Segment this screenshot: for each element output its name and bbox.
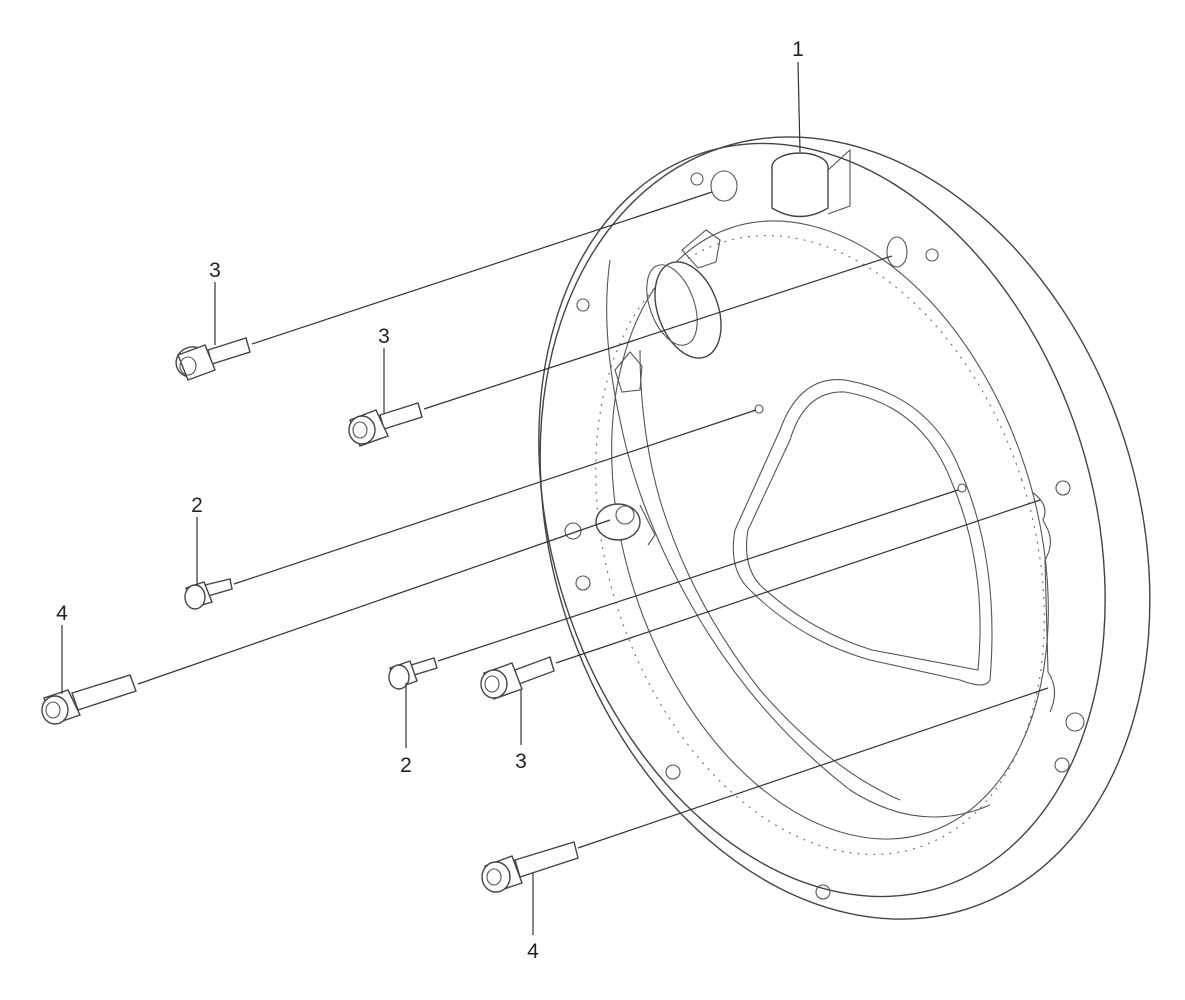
screw-3-top-left [175,337,251,381]
cover-plate [538,136,1151,920]
assembly-lines [137,191,1049,849]
callout-plate: 1 [792,38,804,61]
callout-screw-2-lower: 2 [400,754,412,777]
screw-2-lower [388,657,438,690]
callout-screw-3-top-left: 3 [209,259,221,282]
screw-4-bottom [481,841,579,893]
callout-screw-2-upper: 2 [191,494,203,517]
callout-screw-4-bottom: 4 [527,940,539,963]
screw-4-left [41,674,137,725]
screw-2-upper [184,578,233,610]
callout-screw-4-left: 4 [56,602,68,625]
mounting-holes [564,170,1085,900]
callout-lines [61,61,801,935]
callout-screw-3-lower: 3 [515,750,527,773]
callout-screw-3-middle: 3 [378,325,390,348]
screw-3-lower [480,656,555,700]
screw-3-middle [348,402,423,447]
